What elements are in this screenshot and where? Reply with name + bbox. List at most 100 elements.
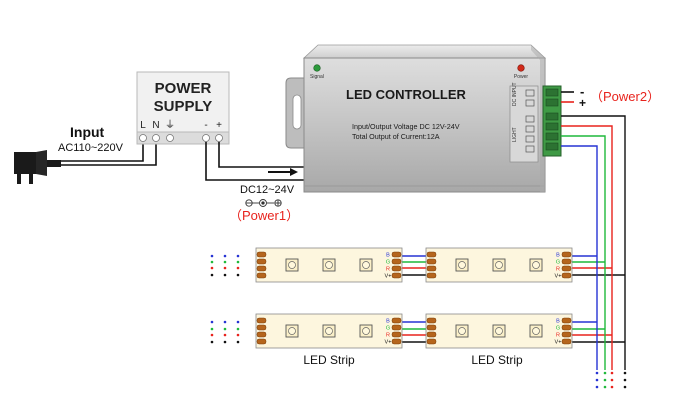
- strip-pin-label: G: [556, 260, 560, 266]
- controller-spec-current: Total Output of Current:12A: [352, 132, 440, 141]
- continuation-dots-bottom: [595, 371, 627, 389]
- polarity-icon: [245, 199, 282, 207]
- solder-pad: [561, 338, 572, 345]
- power-led-label: Power: [514, 74, 529, 80]
- led-lens: [495, 261, 503, 269]
- solder-pad: [391, 324, 402, 331]
- solder-pad: [426, 331, 437, 338]
- power2-label: （Power2）: [590, 89, 660, 104]
- solder-pad: [256, 265, 267, 272]
- terminal-label-n: N: [152, 120, 159, 131]
- ac-cable: [61, 137, 157, 166]
- dc-cable: [205, 142, 305, 181]
- terminal-label-plus: +: [216, 120, 222, 131]
- power-supply: POWER SUPPLY L N ⏚ - +: [136, 71, 230, 145]
- solder-pad: [256, 331, 267, 338]
- strip-pin-label: B: [386, 319, 390, 325]
- strip-pin-label: R: [556, 333, 560, 339]
- solder-pad: [561, 331, 572, 338]
- led-lens: [495, 327, 503, 335]
- strip-pin-label: V+: [385, 274, 392, 280]
- controller-spec-voltage: Input/Output Voltage DC 12V-24V: [352, 122, 460, 131]
- output-wire-v-plus: [402, 115, 626, 370]
- strip-pin-label: G: [556, 326, 560, 332]
- strip-pin-label: G: [386, 260, 390, 266]
- port-label-light: LIGHT: [512, 127, 518, 142]
- led-lens: [325, 327, 333, 335]
- strip-pin-label: B: [556, 253, 560, 259]
- dc-voltage: DC12~24V: [240, 184, 295, 196]
- led-controller: Signal Power LED CONTROLLER Input/Output…: [285, 44, 562, 193]
- solder-pad: [256, 338, 267, 345]
- solder-pad: [391, 338, 402, 345]
- controller-title: LED CONTROLLER: [346, 87, 466, 102]
- solder-pad: [391, 265, 402, 272]
- led-lens: [325, 261, 333, 269]
- solder-pad: [561, 265, 572, 272]
- led-lens: [458, 261, 466, 269]
- solder-pad: [391, 331, 402, 338]
- solder-pad: [426, 338, 437, 345]
- signal-label: Signal: [310, 74, 324, 80]
- output-wire-green: [402, 135, 606, 370]
- led-lens: [288, 261, 296, 269]
- led-lens: [532, 327, 540, 335]
- solder-pad: [426, 265, 437, 272]
- power2-minus: -: [580, 84, 584, 99]
- strip-pin-label: B: [386, 253, 390, 259]
- terminal-label-minus: -: [204, 120, 207, 131]
- strip-pin-label: R: [556, 267, 560, 273]
- solder-pad: [426, 258, 437, 265]
- strip-label-1: LED Strip: [303, 353, 355, 367]
- power-supply-title-1: POWER: [155, 80, 212, 97]
- led-lens: [362, 327, 370, 335]
- input-voltage: AC110~220V: [58, 142, 124, 154]
- solder-pad: [561, 324, 572, 331]
- solder-pad: [426, 272, 437, 279]
- led-lens: [458, 327, 466, 335]
- continuation-dots-left-bottom: [210, 320, 240, 344]
- continuation-dots-left-top: [210, 254, 240, 277]
- solder-pad: [426, 251, 437, 258]
- strip-pin-label: V+: [385, 340, 392, 346]
- power2-plus: +: [579, 96, 586, 110]
- solder-pad: [426, 317, 437, 324]
- led-lens: [362, 261, 370, 269]
- ground-icon: ⏚: [165, 119, 175, 131]
- solder-pad: [391, 317, 402, 324]
- strip-pin-label: R: [386, 267, 390, 273]
- solder-pad: [256, 272, 267, 279]
- solder-pad: [256, 251, 267, 258]
- solder-pad: [256, 317, 267, 324]
- solder-pad: [561, 317, 572, 324]
- strip-pin-label: G: [386, 326, 390, 332]
- solder-pad: [561, 251, 572, 258]
- led-lens: [532, 261, 540, 269]
- input-label: Input: [70, 124, 105, 140]
- power1-label: （Power1）: [229, 208, 299, 223]
- terminal-label-l: L: [140, 120, 146, 131]
- solder-pad: [426, 324, 437, 331]
- solder-pad: [256, 324, 267, 331]
- solder-pad: [561, 258, 572, 265]
- solder-pad: [391, 258, 402, 265]
- plug-icon: [14, 150, 61, 184]
- power2-wires: [561, 91, 574, 103]
- led-lens: [288, 327, 296, 335]
- solder-pad: [391, 251, 402, 258]
- port-label-dc-input: DC INPUT: [512, 82, 518, 106]
- solder-pad: [561, 272, 572, 279]
- strip-pin-label: V+: [555, 274, 562, 280]
- strip-pin-label: R: [386, 333, 390, 339]
- solder-pad: [256, 258, 267, 265]
- power-supply-title-2: SUPPLY: [154, 98, 213, 115]
- strip-pin-label: B: [556, 319, 560, 325]
- solder-pad: [391, 272, 402, 279]
- arrow-icon: [268, 168, 298, 176]
